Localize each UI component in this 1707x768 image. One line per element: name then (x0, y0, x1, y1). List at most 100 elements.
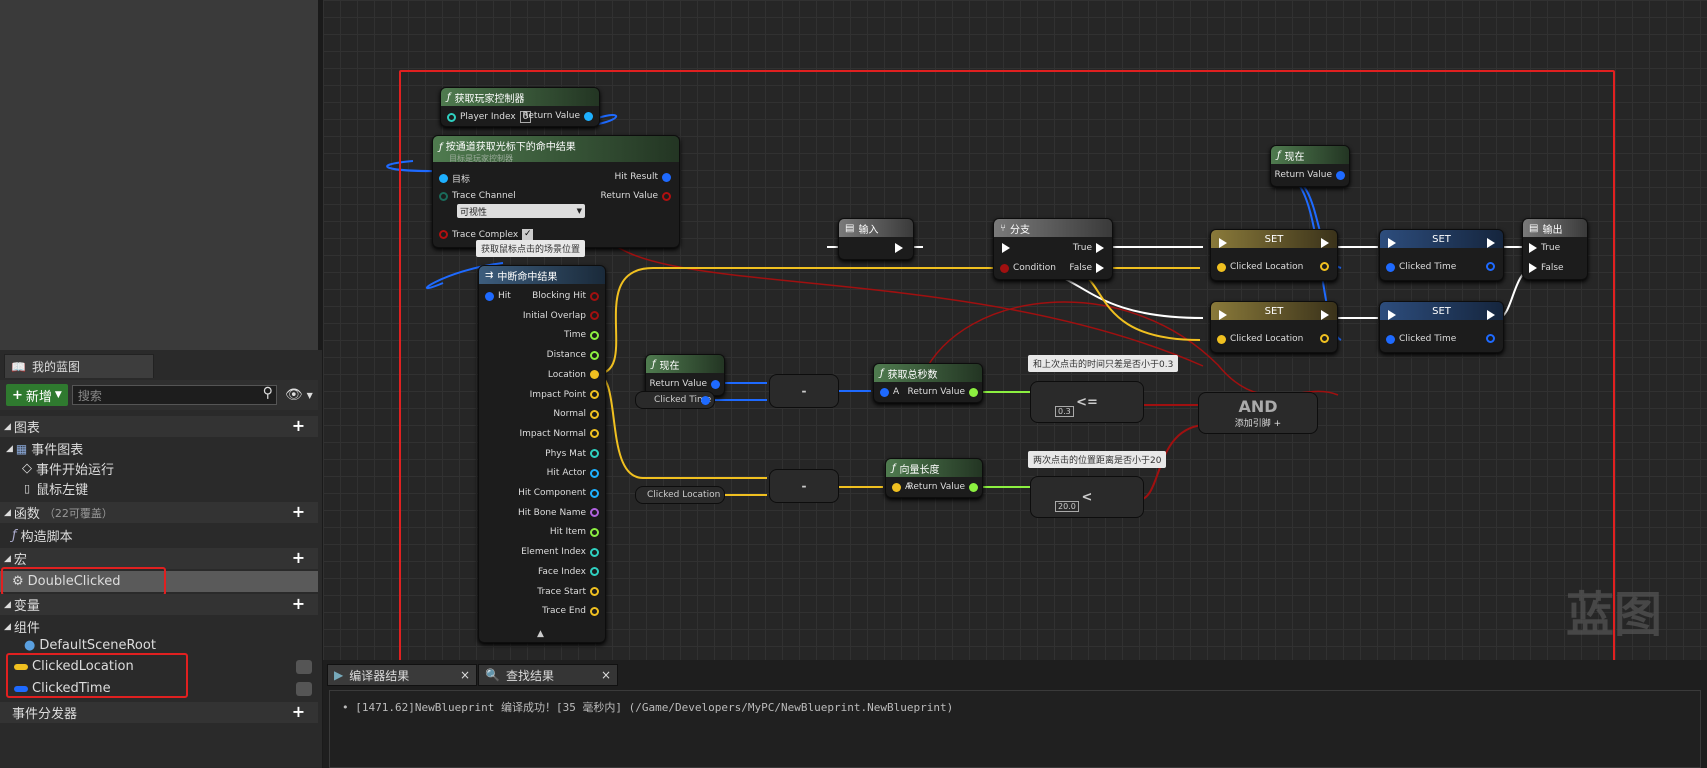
pin-output[interactable]: Impact Point (530, 390, 599, 400)
pin-trace-complex[interactable]: Trace Complex✓ (439, 229, 534, 240)
lte-value-input[interactable]: 0.3 (1055, 406, 1074, 417)
pin-output[interactable]: Distance (547, 350, 599, 360)
pin-return-value[interactable]: Return Value (650, 379, 720, 389)
pin-output[interactable]: Hit Item (550, 527, 599, 537)
pin-output[interactable]: Hit Component (518, 488, 599, 498)
pin-exec-in[interactable] (1219, 238, 1227, 248)
pin-exec-out[interactable] (895, 243, 903, 253)
checkbox[interactable]: ✓ (522, 229, 534, 240)
section-macros[interactable]: ◢宏 + (0, 548, 318, 569)
pin-return-value[interactable]: Return Value (523, 111, 593, 121)
pin-output[interactable]: Hit Bone Name (518, 508, 599, 518)
node-and[interactable]: AND 添加引脚 + (1198, 392, 1318, 434)
node-less-than[interactable]: < 20.0 (1030, 476, 1144, 518)
pin-trace-channel[interactable]: Trace Channel (439, 191, 516, 201)
pin-true[interactable]: True (1529, 243, 1560, 253)
pin-condition[interactable]: Condition (1000, 263, 1056, 273)
pin-output[interactable]: Trace End (542, 606, 599, 616)
node-get-clicked-location[interactable]: Clicked Location (635, 486, 725, 504)
add-graph-button[interactable]: + (291, 416, 306, 435)
tab-my-blueprint[interactable]: 📖 我的蓝图 (4, 354, 154, 378)
eye-toggle-icon[interactable] (296, 659, 312, 674)
pin-hit[interactable]: Hit (485, 291, 511, 301)
pin-output[interactable]: Hit Actor (547, 468, 599, 478)
pin-target[interactable]: 目标 (439, 172, 470, 185)
tree-event-graph[interactable]: ◢▦事件图表 (0, 438, 318, 459)
add-variable-button[interactable]: + (291, 594, 306, 613)
node-input[interactable]: ▤输入 (838, 218, 914, 260)
lt-value-input[interactable]: 20.0 (1055, 501, 1079, 512)
pin-return-value[interactable]: Return Value (1275, 170, 1345, 180)
pin-hit-result[interactable]: Hit Result (615, 172, 671, 182)
node-subtract-time[interactable]: - (769, 374, 839, 408)
pin-return-value[interactable]: Return Value (601, 191, 671, 201)
pin-var[interactable]: Clicked Location (1217, 334, 1303, 344)
node-subtract-location[interactable]: - (769, 469, 839, 503)
section-graphs[interactable]: ◢图表 + (0, 416, 318, 437)
pin-exec-in[interactable] (1002, 243, 1010, 253)
tab-compiler-results[interactable]: ▶ 编译器结果 × (327, 664, 477, 686)
pin-output[interactable]: Phys Mat (545, 449, 599, 459)
pin-var-out[interactable] (1320, 334, 1329, 343)
pin-return-value[interactable]: Return Value (908, 482, 978, 492)
pin-var-out[interactable] (1486, 334, 1495, 343)
add-new-button[interactable]: + 新增 ▼ (6, 384, 68, 406)
pin-a[interactable]: A (880, 387, 899, 397)
pin-a[interactable]: A (892, 482, 911, 492)
node-set-time-1[interactable]: SET Clicked Time (1379, 229, 1504, 281)
tree-var-clicked-location[interactable]: ClickedLocation (0, 656, 318, 677)
pin-var[interactable]: Clicked Time (1386, 262, 1456, 272)
section-variables[interactable]: ◢变量 + (0, 594, 318, 615)
pin-output[interactable]: Face Index (538, 567, 599, 577)
add-function-button[interactable]: + (291, 502, 306, 521)
pin-false[interactable]: False (1069, 263, 1104, 273)
tree-default-scene-root[interactable]: ●DefaultSceneRoot (0, 635, 318, 656)
pin-exec-out[interactable] (1321, 310, 1329, 320)
section-event-dispatchers[interactable]: 事件分发器 + (0, 702, 318, 723)
pin-output[interactable]: Initial Overlap (523, 311, 599, 321)
tree-left-mouse[interactable]: ▯鼠标左键 (0, 478, 318, 499)
node-less-equal[interactable]: <= 0.3 (1030, 381, 1144, 423)
pin-exec-in[interactable] (1219, 310, 1227, 320)
eye-toggle-icon[interactable] (296, 681, 312, 696)
pin-var[interactable]: Clicked Location (1217, 262, 1303, 272)
pin-var-out[interactable] (1320, 262, 1329, 271)
tab-find-results[interactable]: 🔍 查找结果 × (478, 664, 618, 686)
chevron-down-icon[interactable]: ▼ (306, 390, 313, 400)
node-output[interactable]: ▤输出 True False (1522, 218, 1588, 280)
pin-return-value[interactable]: Return Value (908, 387, 978, 397)
close-icon[interactable]: × (459, 668, 470, 682)
collapse-arrow-icon[interactable]: ▲ (537, 629, 544, 639)
pin-output[interactable]: Element Index (521, 547, 599, 557)
tree-macro-doubleclicked[interactable]: ⚙DoubleClicked (0, 571, 318, 592)
tree-begin-play[interactable]: ◇事件开始运行 (0, 458, 318, 479)
pin-var-out[interactable] (1486, 262, 1495, 271)
section-functions[interactable]: ◢函数 （22可覆盖） + (0, 502, 318, 523)
pin-output[interactable]: Trace Start (537, 587, 599, 597)
pin-exec-out[interactable] (1487, 238, 1495, 248)
add-macro-button[interactable]: + (291, 548, 306, 567)
pin-exec-in[interactable] (1388, 310, 1396, 320)
pin-output[interactable]: Location (548, 370, 599, 380)
eye-icon[interactable]: 👁 (284, 387, 303, 403)
node-get-hit-under-cursor[interactable]: ƒ 按通道获取光标下的命中结果 目标是玩家控制器 目标 Hit Result R… (432, 135, 680, 248)
pin-output[interactable]: Blocking Hit (532, 291, 599, 301)
pin-false[interactable]: False (1529, 263, 1564, 273)
pin-true[interactable]: True (1073, 243, 1104, 253)
pin-output[interactable]: Time (564, 330, 599, 340)
trace-channel-dropdown[interactable]: 可视性▼ (457, 204, 585, 218)
pin-exec-out[interactable] (1487, 310, 1495, 320)
pin-var[interactable]: Clicked Time (1386, 334, 1456, 344)
node-set-location-2[interactable]: SET Clicked Location (1210, 301, 1338, 353)
tree-var-clicked-time[interactable]: ClickedTime (0, 678, 318, 699)
player-index-value[interactable]: 0 (519, 111, 532, 123)
node-set-time-2[interactable]: SET Clicked Time (1379, 301, 1504, 353)
add-dispatcher-button[interactable]: + (291, 702, 306, 721)
pin-output[interactable]: Normal (553, 409, 599, 419)
